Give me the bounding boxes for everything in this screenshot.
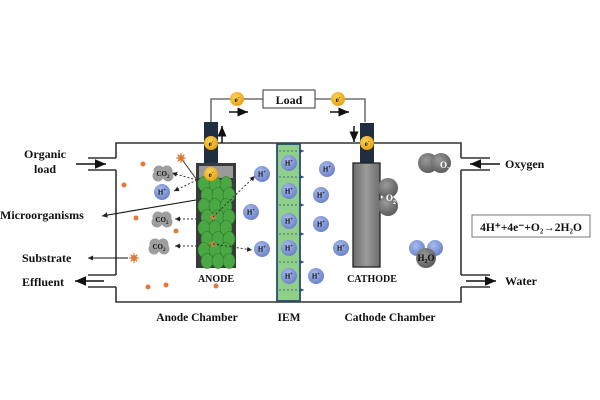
proton-ion: H+ bbox=[281, 183, 297, 199]
svg-text:e-: e- bbox=[209, 140, 214, 148]
proton-symbol: H+ bbox=[285, 160, 293, 168]
proton-symbol: H+ bbox=[258, 246, 266, 254]
electron-symbol: e- bbox=[336, 96, 341, 104]
co2-molecule: CO2 bbox=[148, 238, 170, 255]
anode-rod-electron: e- bbox=[204, 136, 218, 150]
svg-text:e-: e- bbox=[365, 140, 370, 148]
proton-symbol: H+ bbox=[337, 245, 345, 253]
proton-ion: H+ bbox=[319, 161, 335, 177]
proton-ion: H+ bbox=[254, 166, 270, 182]
anode-label: ANODE bbox=[198, 274, 234, 285]
co2-symbol: CO2 bbox=[157, 170, 171, 180]
proton-symbol: H+ bbox=[285, 218, 293, 226]
electron-symbol: e- bbox=[235, 96, 240, 104]
proton-ion: H+ bbox=[308, 268, 324, 284]
proton-symbol: H+ bbox=[285, 245, 293, 253]
proton-symbol: H+ bbox=[247, 209, 255, 217]
water-molecule: H2O bbox=[409, 240, 443, 268]
substrate-dot bbox=[163, 282, 169, 288]
substrate-dot bbox=[173, 228, 179, 234]
proton-symbol: H+ bbox=[317, 192, 325, 200]
co2-molecule: CO2 bbox=[152, 165, 174, 182]
proton-symbol: H+ bbox=[158, 189, 166, 197]
o2-molecule: O2 bbox=[378, 178, 398, 216]
effluent-label: Effluent bbox=[22, 275, 64, 289]
iem-label: IEM bbox=[278, 312, 301, 324]
substrate-particle bbox=[129, 253, 139, 263]
bacterium-cell bbox=[200, 253, 214, 269]
proton-ion: H+ bbox=[243, 204, 259, 220]
o2-molecule: O2 bbox=[418, 153, 451, 173]
co2-symbol: CO2 bbox=[153, 243, 167, 253]
anode-chamber-label: Anode Chamber bbox=[156, 312, 237, 324]
cathode-chamber-label: Cathode Chamber bbox=[344, 312, 435, 324]
proton-ion: H+ bbox=[154, 184, 170, 200]
water-label: Water bbox=[505, 274, 538, 288]
proton-ion: H+ bbox=[254, 241, 270, 257]
svg-text:e-: e- bbox=[209, 171, 214, 179]
proton-symbol: H+ bbox=[323, 166, 331, 174]
substrate-dot bbox=[213, 283, 219, 289]
bacterium-cell bbox=[211, 253, 225, 269]
o2-symbol: O2 bbox=[440, 160, 450, 173]
proton-ion: H+ bbox=[281, 268, 297, 284]
co2-molecule: CO2 bbox=[151, 211, 173, 228]
h2o-symbol: H2O bbox=[417, 253, 434, 265]
proton-ion: H+ bbox=[313, 216, 329, 232]
anode-electrode: e- bbox=[196, 163, 236, 269]
proton-ion: H+ bbox=[333, 240, 349, 256]
cell-walls bbox=[88, 142, 490, 303]
proton-ion: H+ bbox=[313, 187, 329, 203]
substrate-particle bbox=[176, 153, 186, 163]
wire-electron-right: e- bbox=[331, 92, 345, 106]
reaction-arrows bbox=[171, 171, 256, 252]
proton-ion: H+ bbox=[281, 240, 297, 256]
substrate-dot bbox=[145, 284, 151, 290]
proton-symbol: H+ bbox=[317, 221, 325, 229]
proton-symbol: H+ bbox=[285, 188, 293, 196]
microorganisms-label: Microorganisms bbox=[0, 208, 84, 222]
proton-ion: H+ bbox=[281, 155, 297, 171]
cathode-rod-electron: e- bbox=[360, 136, 374, 150]
substrate-dot bbox=[133, 215, 139, 221]
bacterium-cell bbox=[222, 253, 236, 269]
microorganisms-pointer bbox=[101, 199, 197, 218]
organic-load-label-2: load bbox=[34, 162, 56, 176]
load-label: Load bbox=[276, 93, 303, 107]
proton-ion: H+ bbox=[281, 213, 297, 229]
substrate-label: Substrate bbox=[22, 251, 72, 265]
oxygen-label: Oxygen bbox=[505, 157, 545, 171]
proton-symbol: H+ bbox=[312, 273, 320, 281]
o2-symbol: O2 bbox=[386, 193, 396, 206]
wire-electron-left: e- bbox=[230, 92, 244, 106]
co2-symbol: CO2 bbox=[156, 216, 170, 226]
substrate-dot bbox=[121, 182, 127, 188]
reaction-equation: 4H⁺+4e⁻+O₂→2H₂O bbox=[480, 222, 582, 234]
cathode-label: CATHODE bbox=[347, 274, 397, 285]
load-box bbox=[262, 89, 316, 109]
proton-symbol: H+ bbox=[285, 273, 293, 281]
biofilm bbox=[197, 176, 236, 269]
substrate-dot bbox=[140, 161, 146, 167]
substrate-to-anode-line bbox=[180, 157, 198, 181]
proton-symbol: H+ bbox=[258, 171, 266, 179]
cathode-electrode bbox=[352, 162, 381, 268]
organic-load-label-1: Organic bbox=[24, 147, 67, 161]
equation-box bbox=[471, 214, 591, 238]
